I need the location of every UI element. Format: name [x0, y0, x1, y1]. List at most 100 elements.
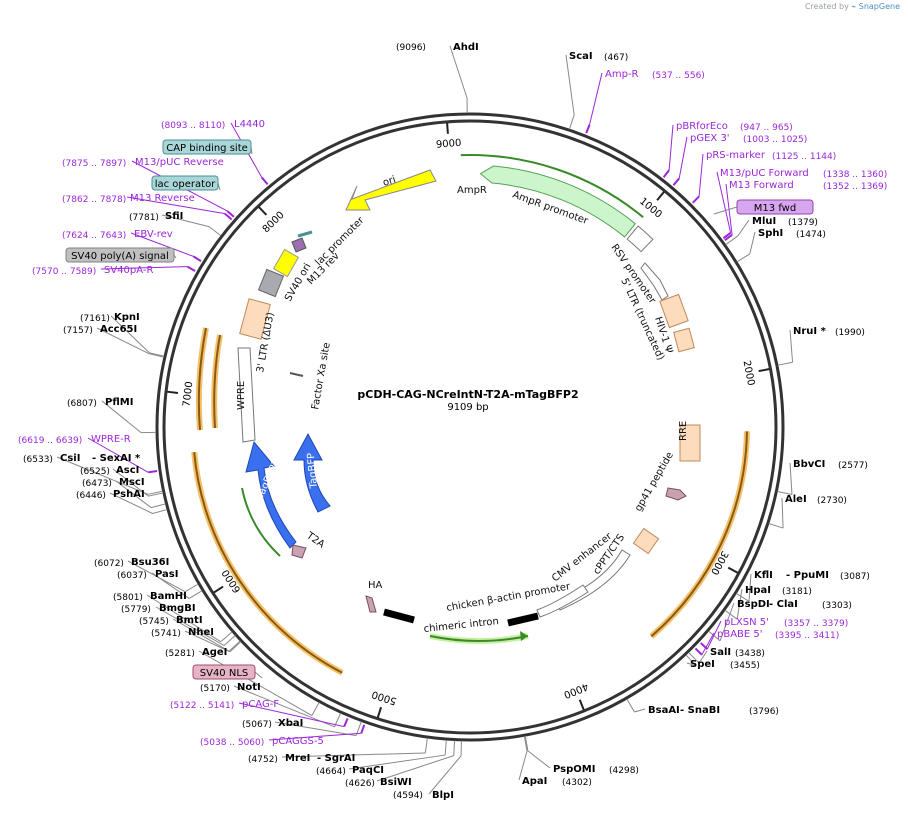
site-name-label[interactable]: SphI — [758, 228, 783, 239]
t2a-feature[interactable] — [292, 545, 306, 558]
created-by-label: Created by — [805, 2, 849, 11]
boxed-label-text[interactable]: CAP binding site — [166, 143, 248, 154]
site-leader — [425, 738, 427, 753]
chimeric-intron-right[interactable] — [508, 616, 538, 623]
site-name-label[interactable]: PasI — [155, 569, 178, 580]
site-name-label[interactable]: AleI — [785, 494, 807, 505]
site-coord-label: (5741) — [151, 629, 181, 639]
site-name-label[interactable]: BmgBI — [159, 603, 196, 614]
primer-name-label[interactable]: SV40pA-R — [104, 265, 153, 276]
primer-name-label[interactable]: pCAGGS-5 — [272, 736, 324, 747]
site-name-label[interactable]: BsaAI — [648, 705, 680, 716]
primer-name-label[interactable]: WPRE-R — [91, 434, 131, 445]
site-name-label[interactable]: SfiI — [165, 211, 183, 222]
primer-name-label[interactable]: pGEX 3' — [690, 133, 730, 144]
hiv-psi-feature[interactable] — [674, 328, 695, 351]
site-name-label[interactable]: BamHI — [150, 591, 187, 602]
sv40-ori-feature[interactable] — [259, 269, 284, 296]
site-name2-label[interactable]: - SexAI * — [92, 453, 141, 464]
primer-name-label[interactable]: M13/pUC Forward — [720, 168, 809, 179]
mtagbfp2-feature[interactable] — [246, 442, 296, 548]
cppt-feature[interactable] — [633, 528, 658, 553]
site-name-label[interactable]: PaqCI — [352, 765, 384, 776]
site-name-label[interactable]: Bsu36I — [131, 557, 169, 568]
site-name-label[interactable]: BlpI — [432, 790, 454, 801]
primer-name-label[interactable]: pLXSN 5' — [724, 617, 769, 628]
site-name-label[interactable]: CsiI — [60, 453, 80, 464]
site-name-label[interactable]: HpaI — [745, 585, 771, 596]
primer-name-label[interactable]: Amp-R — [605, 69, 639, 80]
primer-name-label[interactable]: pBABE 5' — [717, 629, 763, 640]
site-leader — [153, 510, 167, 514]
site-name-label[interactable]: KflI — [754, 570, 773, 581]
site-coord-label: (5170) — [200, 684, 230, 694]
site-name-label[interactable]: PspOMI — [553, 764, 595, 775]
primer-name-label[interactable]: M13 Forward — [729, 180, 794, 191]
site-name-label[interactable]: AhdI — [453, 42, 479, 53]
site-leader — [229, 641, 240, 651]
primer-mark — [586, 125, 589, 133]
site-coord-label: (5281) — [165, 649, 195, 659]
site-leader-ext — [790, 463, 792, 495]
site-leader-ext — [450, 46, 467, 98]
site-name-label[interactable]: MluI — [752, 216, 776, 227]
site-name-label[interactable]: PflMI — [105, 397, 133, 408]
site-name-label[interactable]: AgeI — [202, 647, 227, 658]
site-leader — [569, 115, 574, 129]
site-name-label[interactable]: BsiWI — [380, 777, 412, 788]
site-name-label[interactable]: PshAI — [113, 489, 145, 500]
site-name-label[interactable]: Acc65I — [100, 324, 137, 335]
site-name-label[interactable]: BmtI — [176, 615, 203, 626]
site-name-label[interactable]: NotI — [237, 682, 261, 693]
primer-name-label[interactable]: M13 Reverse — [130, 193, 195, 204]
site-coord-label: (3087) — [840, 572, 870, 582]
primer-name-label[interactable]: M13/pUC Reverse — [135, 157, 224, 168]
site-name-label[interactable]: BspDI — [737, 599, 770, 610]
site-name-label[interactable]: AscI — [116, 465, 139, 476]
site-name-label[interactable]: NheI — [188, 627, 214, 638]
site-coord-label: (3455) — [730, 661, 760, 671]
primer-name-label[interactable]: pBRforEco — [676, 121, 728, 132]
site-name2-label[interactable]: - PpuMI — [786, 570, 829, 581]
ampr-feature[interactable] — [480, 166, 635, 237]
site-coord-label: (4302) — [562, 778, 592, 788]
site-name-label[interactable]: MscI — [119, 477, 145, 488]
lac-cluster-feature[interactable] — [292, 238, 306, 252]
primer-name-label[interactable]: EBV-rev — [134, 229, 173, 240]
site-name2-label[interactable]: - SgrAI — [317, 753, 355, 764]
ha-tag-feature[interactable] — [366, 596, 376, 612]
gp41-peptide-feature[interactable] — [666, 488, 686, 500]
primer-name-label[interactable]: pRS-marker — [706, 150, 766, 161]
site-name-label[interactable]: XbaI — [278, 718, 303, 729]
site-name2-label[interactable]: - ClaI — [769, 599, 798, 610]
site-coord-label: (9096) — [396, 43, 426, 53]
site-name2-label[interactable]: - SnaBI — [680, 705, 720, 716]
primer-mark — [664, 170, 670, 177]
boxed-label-text[interactable]: SV40 NLS — [200, 668, 249, 679]
site-name-label[interactable]: SalI — [710, 647, 731, 658]
primer-name-label[interactable]: L4440 — [234, 119, 265, 130]
chimeric-intron-left[interactable] — [384, 612, 414, 620]
ampr-promoter-feature[interactable] — [627, 226, 653, 251]
tick-label: 1000 — [637, 196, 664, 221]
site-name-label[interactable]: KpnI — [114, 312, 140, 323]
lac-promoter-feature[interactable] — [274, 249, 299, 276]
boxed-label-text[interactable]: SV40 poly(A) signal — [71, 251, 169, 262]
site-leader — [445, 740, 446, 755]
primer-name-label[interactable]: pCAG-F — [242, 699, 279, 710]
site-coord-label: (5779) — [121, 605, 151, 615]
site-coord-label: (5745) — [139, 617, 169, 627]
primer-mark — [693, 196, 699, 202]
boxed-label-text[interactable]: M13 fwd — [754, 203, 796, 214]
site-name-label[interactable]: BbvCI — [793, 459, 825, 470]
site-name-label[interactable]: NruI * — [793, 326, 827, 337]
primer-range-label: (1338 .. 1360) — [823, 170, 887, 180]
site-leader — [627, 699, 634, 712]
site-name-label[interactable]: ApaI — [522, 776, 547, 787]
site-name-label[interactable]: ScaI — [569, 51, 593, 62]
boxed-label-text[interactable]: lac operator — [155, 179, 216, 190]
site-coord-label: (6072) — [94, 559, 124, 569]
site-name-label[interactable]: SpeI — [690, 659, 715, 670]
site-name-label[interactable]: MreI — [285, 753, 310, 764]
